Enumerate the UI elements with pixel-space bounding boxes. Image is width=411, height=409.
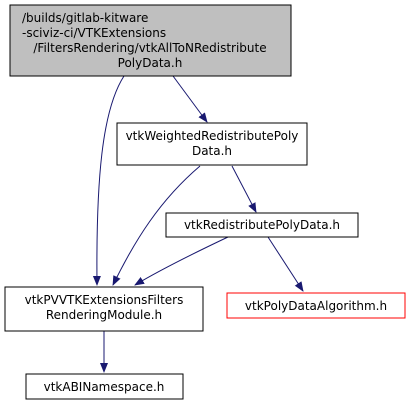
node-pvvtk-extensions-filters-rendering-module[interactable]: vtkPVVTKExtensionsFilters RenderingModul…	[4, 286, 204, 332]
node-abi-namespace[interactable]: vtkABINamespace.h	[25, 373, 184, 400]
node-root-line-3: /FiltersRendering/vtkAllToNRedistribute	[33, 41, 266, 55]
edge-root-to-weighted	[172, 75, 208, 123]
node-root-line-4: PolyData.h	[118, 56, 183, 70]
node-redistribute-label: vtkRedistributePolyData.h	[184, 218, 340, 232]
edge-redistribute-to-module	[134, 236, 229, 286]
node-root-line-1: /builds/gitlab-kitware	[22, 11, 148, 25]
edge-root-to-module	[92, 75, 125, 286]
node-polydata-algorithm[interactable]: vtkPolyDataAlgorithm.h	[226, 292, 406, 319]
node-polyalgo-label: vtkPolyDataAlgorithm.h	[245, 299, 387, 313]
edge-redistribute-to-polyalgo	[267, 236, 304, 292]
node-abi-label: vtkABINamespace.h	[44, 380, 165, 394]
node-root-line-2: -sciviz-ci/VTKExtensions	[22, 26, 166, 40]
node-weighted-redistribute-polydata[interactable]: vtkWeightedRedistributePoly Data.h	[116, 122, 308, 166]
node-root[interactable]: /builds/gitlab-kitware -sciviz-ci/VTKExt…	[9, 4, 292, 77]
node-weighted-line-1: vtkWeightedRedistributePoly	[126, 129, 299, 143]
edge-weighted-to-redistribute	[231, 165, 257, 213]
node-module-line-1: vtkPVVTKExtensionsFilters	[25, 293, 184, 307]
node-weighted-line-2: Data.h	[192, 144, 232, 158]
edges	[92, 75, 304, 373]
edge-weighted-to-module	[112, 165, 201, 286]
node-module-line-2: RenderingModule.h	[46, 308, 162, 322]
node-redistribute-polydata[interactable]: vtkRedistributePolyData.h	[165, 212, 359, 238]
